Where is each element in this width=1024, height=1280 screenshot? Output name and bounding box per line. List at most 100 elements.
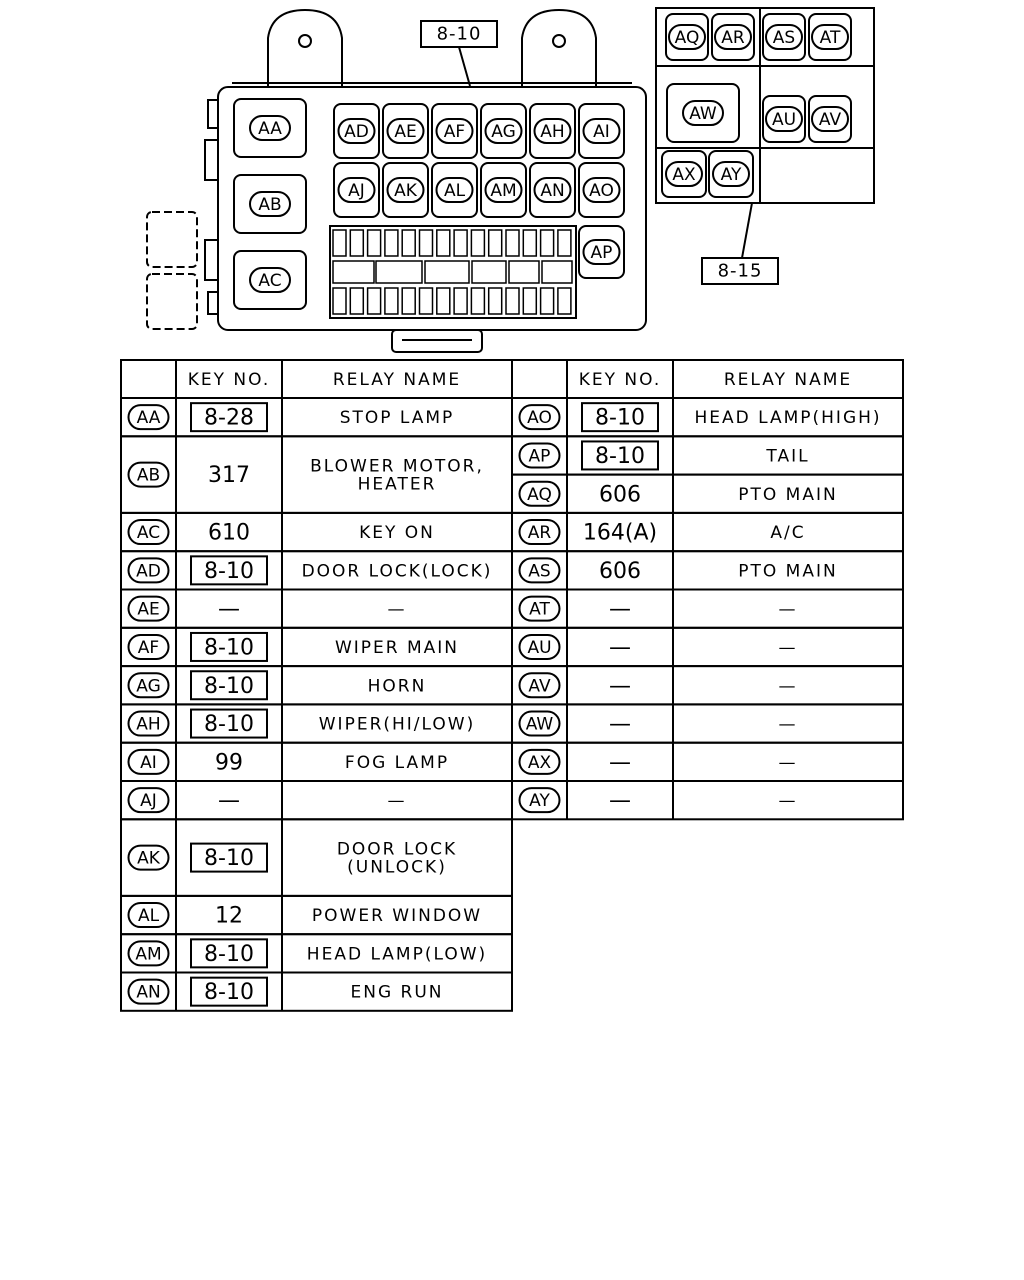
key-no-value: 8-28 bbox=[204, 406, 254, 431]
relay-name-value: HEAD LAMP(HIGH) bbox=[694, 408, 881, 428]
badge-label: AM bbox=[135, 944, 161, 964]
relay-slot-ai: AI bbox=[578, 103, 625, 159]
relay-slot-ad: AD bbox=[333, 103, 380, 159]
row-border bbox=[511, 588, 904, 629]
badge-label: AC bbox=[137, 523, 160, 543]
badge-outline bbox=[127, 710, 170, 737]
badge-label: AW bbox=[689, 104, 717, 124]
mini-fuse bbox=[453, 287, 468, 315]
badge-outline bbox=[127, 787, 170, 814]
relay-badge-ak: AK bbox=[127, 844, 170, 871]
key-no-value: — bbox=[609, 674, 631, 699]
header-relay-name: RELAY NAME bbox=[724, 370, 852, 390]
mini-fuse bbox=[349, 287, 365, 315]
header-key-no: KEY NO. bbox=[188, 370, 271, 390]
table-row-ax: AX—— bbox=[511, 741, 904, 783]
aux-ref-box bbox=[701, 257, 779, 285]
key-no-value: — bbox=[609, 597, 631, 622]
badge-outline bbox=[127, 748, 170, 775]
badge-outline bbox=[127, 404, 170, 431]
mini-fuse bbox=[487, 287, 503, 315]
relay-badge-as: AS bbox=[765, 24, 803, 50]
mini-fuse bbox=[418, 287, 434, 315]
mini-fuse bbox=[539, 229, 555, 257]
key-no-value: 606 bbox=[599, 482, 641, 507]
relay-slot-outline bbox=[762, 95, 806, 143]
relay-badge-am: AM bbox=[127, 940, 170, 967]
relay-badge-ay: AY bbox=[712, 161, 750, 187]
relay-badge-am: AM bbox=[484, 177, 523, 203]
relay-slot-outline bbox=[762, 13, 806, 61]
mounting-hole-right bbox=[552, 34, 566, 48]
mini-fuse bbox=[522, 229, 538, 257]
relay-badge-aq: AQ bbox=[668, 24, 706, 50]
relay-badge-ap: AP bbox=[518, 442, 561, 469]
relay-slot-outline bbox=[711, 13, 755, 61]
relay-name-value: — bbox=[779, 791, 798, 811]
badge-label: AJ bbox=[348, 181, 365, 201]
badge-label: AX bbox=[672, 165, 696, 185]
badge-label: AS bbox=[773, 28, 795, 48]
key-no-value: 8-10 bbox=[204, 942, 254, 967]
badge-outline bbox=[533, 177, 572, 203]
badge-label: AT bbox=[529, 600, 550, 620]
mounting-ear-right bbox=[521, 8, 597, 86]
badge-outline bbox=[518, 404, 561, 431]
maxi-fuse bbox=[424, 260, 470, 284]
badge-label: AU bbox=[527, 638, 551, 658]
relay-name-value: WIPER(HI/LOW) bbox=[319, 715, 475, 735]
badge-label: AL bbox=[138, 906, 160, 926]
mini-fuse bbox=[366, 287, 382, 315]
relay-slot-ay: AY bbox=[708, 150, 754, 198]
relay-badge-au: AU bbox=[518, 633, 561, 660]
mini-fuse bbox=[539, 287, 555, 315]
key-ref-box bbox=[190, 402, 268, 433]
relay-slot-at: AT bbox=[808, 13, 852, 61]
key-no-value: 8-10 bbox=[595, 406, 645, 431]
badge-outline bbox=[127, 902, 170, 929]
relay-slot-outline bbox=[578, 103, 625, 159]
relay-slot-ak: AK bbox=[382, 162, 429, 218]
mini-fuse bbox=[401, 287, 416, 315]
badge-outline bbox=[714, 24, 752, 50]
badge-label: AB bbox=[137, 466, 160, 486]
key-no-value: 317 bbox=[208, 463, 250, 488]
badge-outline bbox=[127, 633, 170, 660]
mini-fuse bbox=[470, 229, 486, 257]
key-ref-box bbox=[190, 708, 268, 739]
relay-name-value: — bbox=[779, 676, 798, 696]
relay-badge-av: AV bbox=[518, 672, 561, 699]
relay-badge-al: AL bbox=[435, 177, 474, 203]
badge-label: AU bbox=[772, 110, 796, 130]
relay-slot-outline bbox=[578, 162, 625, 218]
key-no-value: 12 bbox=[215, 904, 243, 929]
key-no-value: — bbox=[609, 789, 631, 814]
relay-badge-aa: AA bbox=[249, 115, 291, 141]
relay-slot-outline bbox=[708, 150, 754, 198]
relay-badge-ay: AY bbox=[518, 787, 561, 814]
side-tab bbox=[207, 99, 219, 129]
badge-label: AL bbox=[444, 181, 466, 201]
badge-label: AY bbox=[529, 791, 550, 811]
relay-badge-as: AS bbox=[518, 557, 561, 584]
mini-fuse bbox=[453, 229, 468, 257]
badge-label: AQ bbox=[527, 485, 552, 505]
relay-badge-al: AL bbox=[127, 902, 170, 929]
badge-label: AC bbox=[258, 271, 281, 291]
badge-outline bbox=[518, 787, 561, 814]
relay-slot-ab: AB bbox=[233, 174, 307, 234]
badge-outline bbox=[518, 672, 561, 699]
key-no-value: 164(A) bbox=[583, 521, 657, 546]
key-no-value: — bbox=[609, 750, 631, 775]
badge-outline bbox=[668, 24, 706, 50]
relay-slot-outline bbox=[382, 103, 429, 159]
